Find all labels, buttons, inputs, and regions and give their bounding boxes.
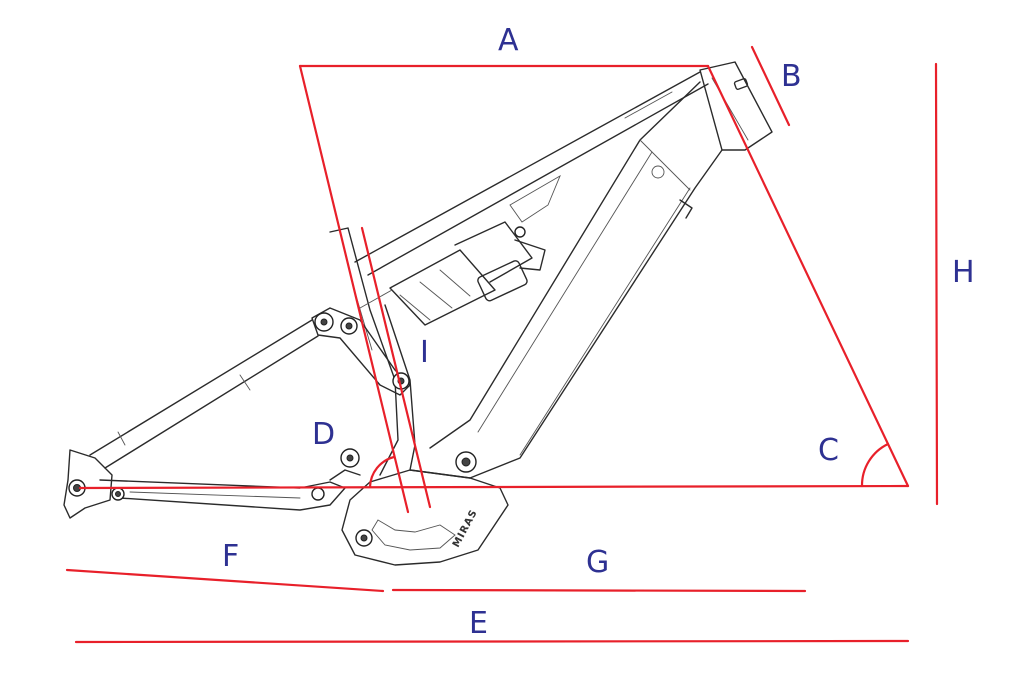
- label-b: B: [781, 59, 802, 94]
- chain-stay: [99, 448, 361, 511]
- measure-line-reach-side: [298, 64, 410, 514]
- rear-shock: [359, 221, 546, 326]
- bike-frame-drawing: MIRAS: [63, 61, 773, 566]
- seat-stay: [89, 319, 319, 469]
- label-i: I: [420, 335, 429, 370]
- label-d: D: [312, 417, 335, 452]
- measure-line-h-stack: [934, 62, 939, 506]
- label-a: A: [498, 23, 519, 58]
- measure-line-i-seat-axis: [360, 226, 432, 509]
- measure-line-g: [391, 588, 807, 593]
- label-h: H: [952, 255, 975, 290]
- angle-arc-c: [860, 442, 890, 488]
- motor-housing: MIRAS: [341, 451, 509, 566]
- rear-dropout: [63, 449, 125, 519]
- label-f: F: [222, 539, 239, 574]
- measure-line-e-wheelbase: [74, 639, 910, 644]
- measure-line-b-head-tube: [750, 45, 791, 127]
- measure-line-f: [65, 568, 385, 593]
- measure-line-chainstay-horizontal: [78, 484, 910, 490]
- angle-arc-d: [368, 455, 396, 489]
- measurement-labels: A B C D E F G H I: [222, 23, 975, 641]
- label-e: E: [469, 606, 488, 641]
- label-c: C: [818, 433, 839, 468]
- head-tube: [699, 61, 773, 151]
- top-tube: [354, 71, 709, 276]
- seat-tube: [329, 227, 416, 476]
- geometry-measurements: [65, 45, 939, 644]
- label-g: G: [586, 545, 609, 580]
- brand-text: MIRAS: [451, 508, 480, 550]
- down-tube: [409, 81, 723, 479]
- measure-line-head-axis: [706, 64, 910, 488]
